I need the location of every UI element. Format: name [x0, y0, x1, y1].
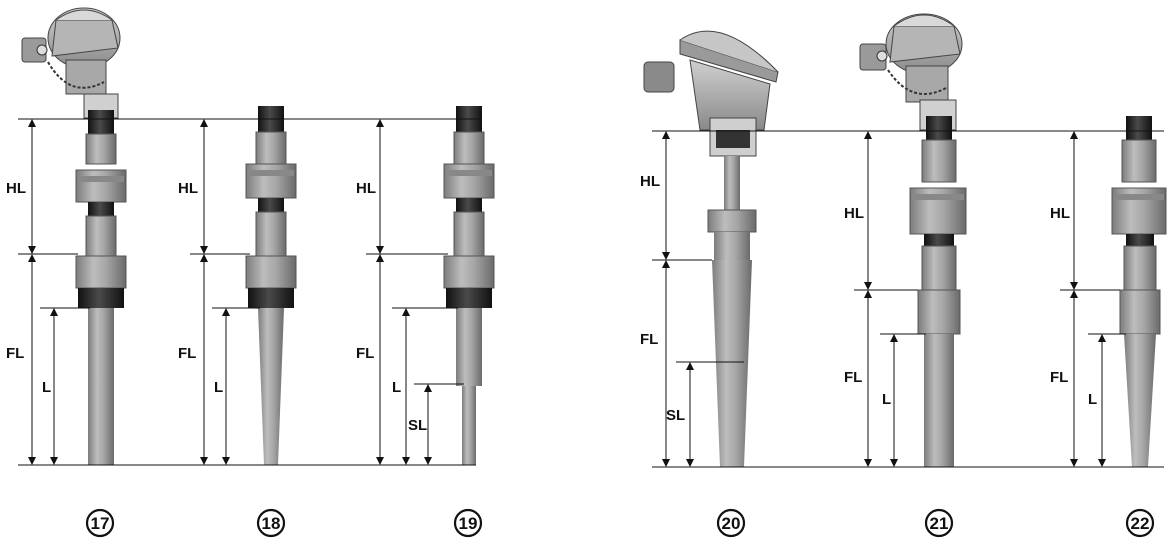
dimension-labels: HL FL L HL FL L HL FL L SL HL FL SL HL F…: [6, 173, 1097, 434]
label-hl-21: HL: [844, 205, 864, 222]
label-fl-18: FL: [178, 345, 196, 362]
label-fl-22: FL: [1050, 369, 1068, 386]
connection-head-20: [643, 30, 779, 157]
label-l-18: L: [214, 379, 223, 396]
variant-21: [859, 13, 967, 467]
label-hl-19: HL: [356, 180, 376, 197]
connection-head-21: [859, 13, 963, 131]
label-hl-22: HL: [1050, 205, 1070, 222]
label-hl-20: HL: [640, 173, 660, 190]
label-fl-20: FL: [640, 331, 658, 348]
variant-17: [21, 7, 127, 465]
variant-number-22-text: 22: [1131, 514, 1150, 533]
variant-number-18-text: 18: [262, 514, 281, 533]
label-l-22: L: [1088, 391, 1097, 408]
connection-head-17: [21, 7, 121, 119]
label-fl-17: FL: [6, 345, 24, 362]
dimension-lines: [18, 118, 1164, 468]
label-l-19: L: [392, 379, 401, 396]
variant-number-21-text: 21: [930, 514, 949, 533]
label-fl-21: FL: [844, 369, 862, 386]
variant-number-19-text: 19: [459, 514, 478, 533]
variant-19: [443, 106, 495, 465]
variant-22: [1111, 116, 1167, 467]
variant-number-21: 21: [924, 508, 954, 538]
variant-number-17: 17: [85, 508, 115, 538]
label-sl-19: SL: [408, 417, 427, 434]
variant-numbers: 17 18 19 20 21 22: [85, 508, 1155, 538]
variant-number-22: 22: [1125, 508, 1155, 538]
variant-20: [643, 30, 779, 467]
label-l-21: L: [882, 391, 891, 408]
variant-number-20-text: 20: [722, 514, 741, 533]
variant-number-19: 19: [453, 508, 483, 538]
label-sl-20: SL: [666, 407, 685, 424]
variant-number-17-text: 17: [91, 514, 110, 533]
label-l-17: L: [42, 379, 51, 396]
label-fl-19: FL: [356, 345, 374, 362]
variant-18: [245, 106, 297, 465]
variant-number-18: 18: [256, 508, 286, 538]
label-hl-18: HL: [178, 180, 198, 197]
label-hl-17: HL: [6, 180, 26, 197]
variant-number-20: 20: [716, 508, 746, 538]
